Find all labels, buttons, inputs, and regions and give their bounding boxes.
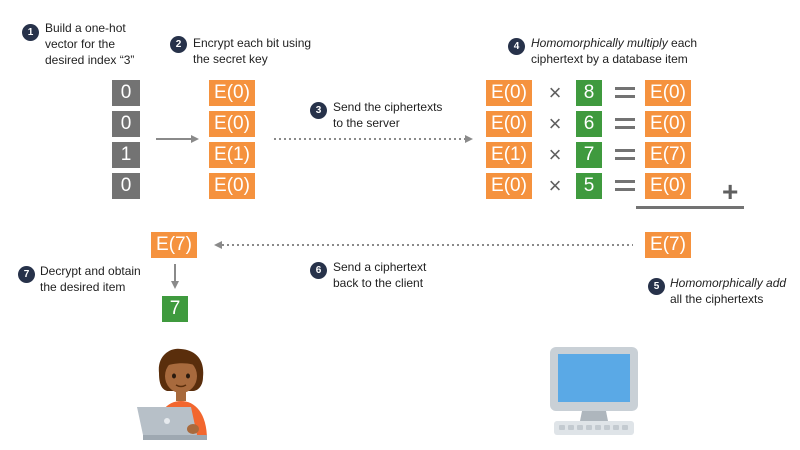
onehot-cell: 0 bbox=[112, 111, 140, 137]
step-1-line-3: desired index “3” bbox=[45, 53, 135, 67]
multiply-sign: × bbox=[548, 111, 562, 136]
database-item-cell: 5 bbox=[576, 173, 602, 199]
onehot-cell: 0 bbox=[112, 173, 140, 199]
step-1-label: Build a one-hot vector for the desired i… bbox=[45, 20, 134, 68]
send-to-server-arrow bbox=[274, 135, 473, 143]
step-3-line-2: to the server bbox=[333, 116, 400, 130]
product-cell: E(7) bbox=[645, 142, 691, 168]
database-item-cell: 7 bbox=[576, 142, 602, 168]
plus-sign: + bbox=[722, 176, 739, 207]
database-item-cell: 6 bbox=[576, 111, 602, 137]
server-ciphertext-cell: E(1) bbox=[486, 142, 532, 168]
encrypt-arrow bbox=[156, 135, 199, 143]
step-2-badge: 2 bbox=[170, 36, 187, 53]
equals-sign bbox=[615, 180, 635, 192]
encrypted-cell: E(1) bbox=[209, 142, 255, 168]
step-7-label: Decrypt and obtain the desired item bbox=[40, 263, 141, 295]
step-2-line-1: Encrypt each bit using bbox=[193, 36, 312, 50]
onehot-cell: 0 bbox=[112, 80, 140, 106]
step-5-label: Homomorphically add all the ciphertexts bbox=[670, 275, 786, 307]
step-7-line-1: Decrypt and obtain bbox=[40, 264, 141, 278]
step-5-line-1: Homomorphically add bbox=[670, 276, 787, 290]
sum-line bbox=[636, 206, 744, 209]
encrypted-cell: E(0) bbox=[209, 80, 255, 106]
decrypt-arrow bbox=[171, 264, 179, 289]
database-item-cell: 8 bbox=[576, 80, 602, 106]
person-with-laptop-icon bbox=[137, 348, 207, 440]
product-cell: E(0) bbox=[645, 80, 691, 106]
product-cell: E(0) bbox=[645, 173, 691, 199]
encrypted-cell: E(0) bbox=[209, 111, 255, 137]
server-ciphertext-cell: E(0) bbox=[486, 80, 532, 106]
desktop-computer-icon bbox=[550, 347, 638, 435]
step-3-badge: 3 bbox=[310, 102, 327, 119]
step-7-line-2: the desired item bbox=[40, 280, 126, 294]
step-5-line-2: all the ciphertexts bbox=[670, 292, 764, 306]
step-4-badge: 4 bbox=[508, 38, 525, 55]
server-ciphertext-cell: E(0) bbox=[486, 173, 532, 199]
step-1-badge: 1 bbox=[22, 24, 39, 41]
step-4-line-1: Homomorphically multiply each bbox=[531, 36, 698, 50]
multiply-sign: × bbox=[548, 142, 562, 167]
step-1-line-1: Build a one-hot bbox=[45, 21, 126, 35]
send-to-client-arrow bbox=[214, 241, 633, 249]
step-6-label: Send a ciphertext back to the client bbox=[333, 259, 426, 291]
equals-sign bbox=[615, 118, 635, 130]
multiply-sign: × bbox=[548, 80, 562, 105]
step-4-line-2: ciphertext by a database item bbox=[531, 52, 688, 66]
step-6-line-1: Send a ciphertext bbox=[333, 260, 427, 274]
server-ciphertext-cell: E(0) bbox=[486, 111, 532, 137]
multiply-sign: × bbox=[548, 173, 562, 198]
decrypted-item-cell: 7 bbox=[162, 296, 188, 322]
equals-sign bbox=[615, 149, 635, 161]
step-7-badge: 7 bbox=[18, 266, 35, 283]
step-2-label: Encrypt each bit using the secret key bbox=[193, 35, 311, 67]
sum-ciphertext-cell: E(7) bbox=[645, 232, 691, 258]
step-6-line-2: back to the client bbox=[333, 276, 424, 290]
client-ciphertext-cell: E(7) bbox=[151, 232, 197, 258]
step-3-line-1: Send the ciphertexts bbox=[333, 100, 443, 114]
step-2-line-2: the secret key bbox=[193, 52, 268, 66]
step-4-label: Homomorphically multiply each ciphertext… bbox=[531, 35, 697, 67]
encrypted-cell: E(0) bbox=[209, 173, 255, 199]
equals-sign bbox=[615, 87, 635, 99]
step-5-badge: 5 bbox=[648, 278, 665, 295]
step-6-badge: 6 bbox=[310, 262, 327, 279]
product-cell: E(0) bbox=[645, 111, 691, 137]
step-1-line-2: vector for the bbox=[45, 37, 116, 51]
onehot-cell: 1 bbox=[112, 142, 140, 168]
step-3-label: Send the ciphertexts to the server bbox=[333, 99, 442, 131]
